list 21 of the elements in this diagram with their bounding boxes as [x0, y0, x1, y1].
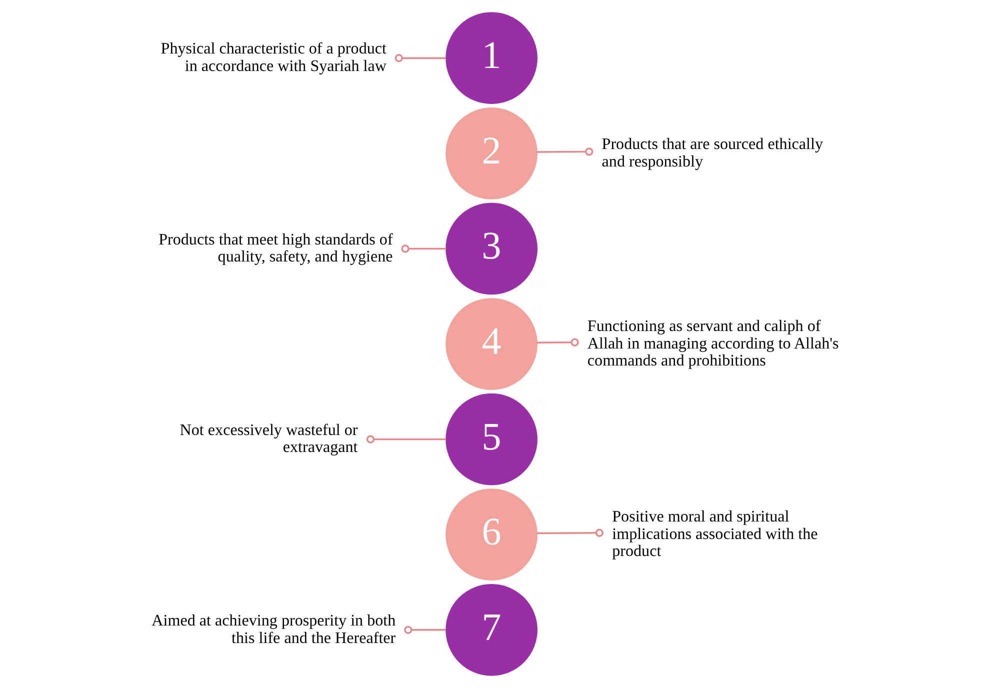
node-circle: 5 [445, 393, 537, 486]
connector [536, 338, 578, 346]
connector [536, 528, 603, 537]
connector [536, 148, 593, 156]
node-text: Aimed at achieving prosperity in both this life and the Hereafter [151, 612, 396, 647]
node-text: Not excessively wasteful or extravagant [179, 422, 358, 456]
connector [394, 54, 446, 62]
node-text: Positive moral and spiritual implications associated with the product [612, 508, 818, 560]
node-text: Products that are sourced ethically and responsibly [601, 136, 823, 170]
node-circle: 2 [445, 107, 537, 200]
node-circle: 7 [445, 584, 537, 676]
node-text: Physical characteristic of a product in accordance with Syariah law [160, 40, 386, 75]
node-text: Products that meet high standards of quality, safety, and hygiene [158, 231, 392, 266]
connector [400, 244, 446, 253]
node-text: Functioning as servant and caliph of Allah in managing according to Allah's commands and prohibitions [586, 318, 838, 370]
node-circle: 1 [445, 12, 537, 104]
node-circle: 3 [445, 202, 537, 295]
node-circle: 4 [445, 298, 537, 390]
connector [366, 435, 446, 444]
node-circle: 6 [445, 488, 537, 581]
connector [404, 626, 446, 634]
